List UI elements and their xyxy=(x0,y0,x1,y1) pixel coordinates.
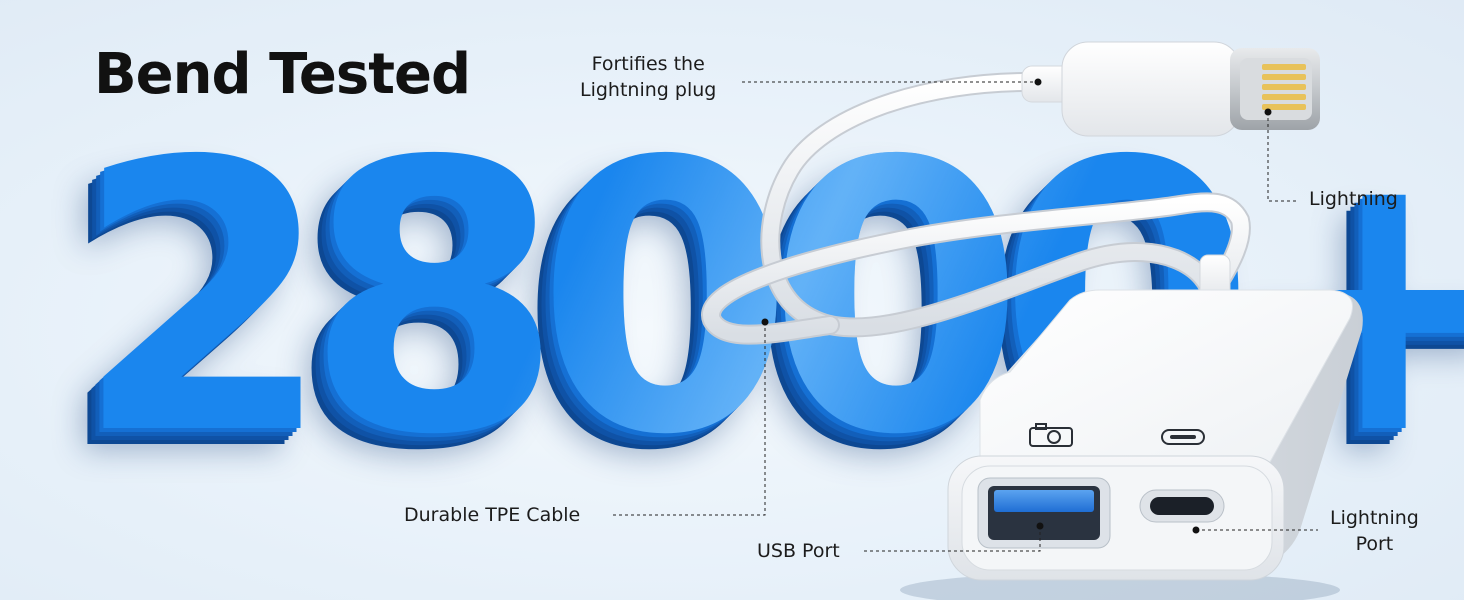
cable-dot xyxy=(761,318,769,326)
lightning-plug xyxy=(1021,41,1320,137)
lightning-leader-line xyxy=(1267,112,1298,202)
usb-port xyxy=(977,477,1111,549)
lightning-port-dot xyxy=(1192,526,1200,534)
lightning-dot xyxy=(1264,108,1272,116)
cable xyxy=(701,71,1251,345)
lightning-port-icon xyxy=(1161,429,1205,445)
plug-callout: Fortifies the Lightning plug xyxy=(580,53,717,101)
lightning-callout: Lightning xyxy=(1309,188,1398,210)
lightning-port xyxy=(1139,489,1225,523)
callout-lines xyxy=(612,81,1318,552)
usb-leader-line xyxy=(864,526,1041,552)
usb-port-callout: USB Port xyxy=(757,540,840,562)
camera-icon xyxy=(1029,423,1073,447)
cable-callout: Durable TPE Cable xyxy=(404,504,581,526)
cable-leader-line xyxy=(612,322,766,516)
usb-dot xyxy=(1036,522,1044,530)
callout-dots xyxy=(761,78,1272,534)
plug-contacts xyxy=(1262,64,1306,110)
plug-dot xyxy=(1034,78,1042,86)
adapter-device xyxy=(900,254,1363,600)
headline: Bend Tested xyxy=(94,42,471,107)
lightning-port-callout: Lightning Port xyxy=(1330,507,1419,555)
